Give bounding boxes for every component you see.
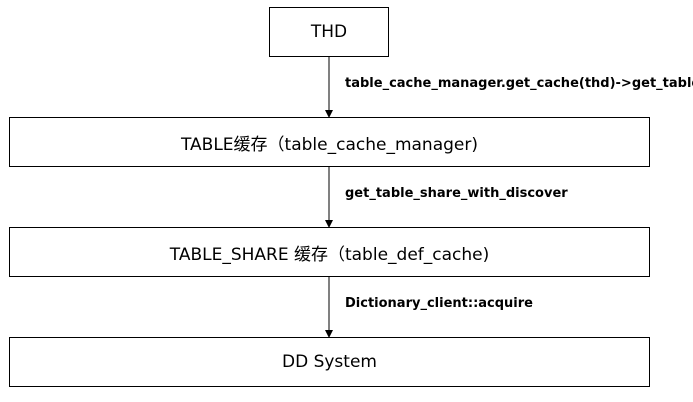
node-thd-label: THD [310,22,348,42]
node-thd: THD [269,7,389,57]
node-table-share-cache-label: TABLE_SHARE 缓存（table_def_cache) [169,244,490,265]
edge-label-get-table: table_cache_manager.get_cache(thd)->get_… [345,76,693,91]
node-table-cache-label: TABLE缓存（table_cache_manager) [180,134,478,155]
node-dd-system: DD System [9,337,650,387]
node-table-share-cache: TABLE_SHARE 缓存（table_def_cache) [9,227,650,277]
node-table-cache: TABLE缓存（table_cache_manager) [9,117,650,167]
node-dd-system-label: DD System [282,352,377,372]
edge-label-dictionary-acquire: Dictionary_client::acquire [345,296,533,311]
edge-label-get-table-share: get_table_share_with_discover [345,186,568,201]
